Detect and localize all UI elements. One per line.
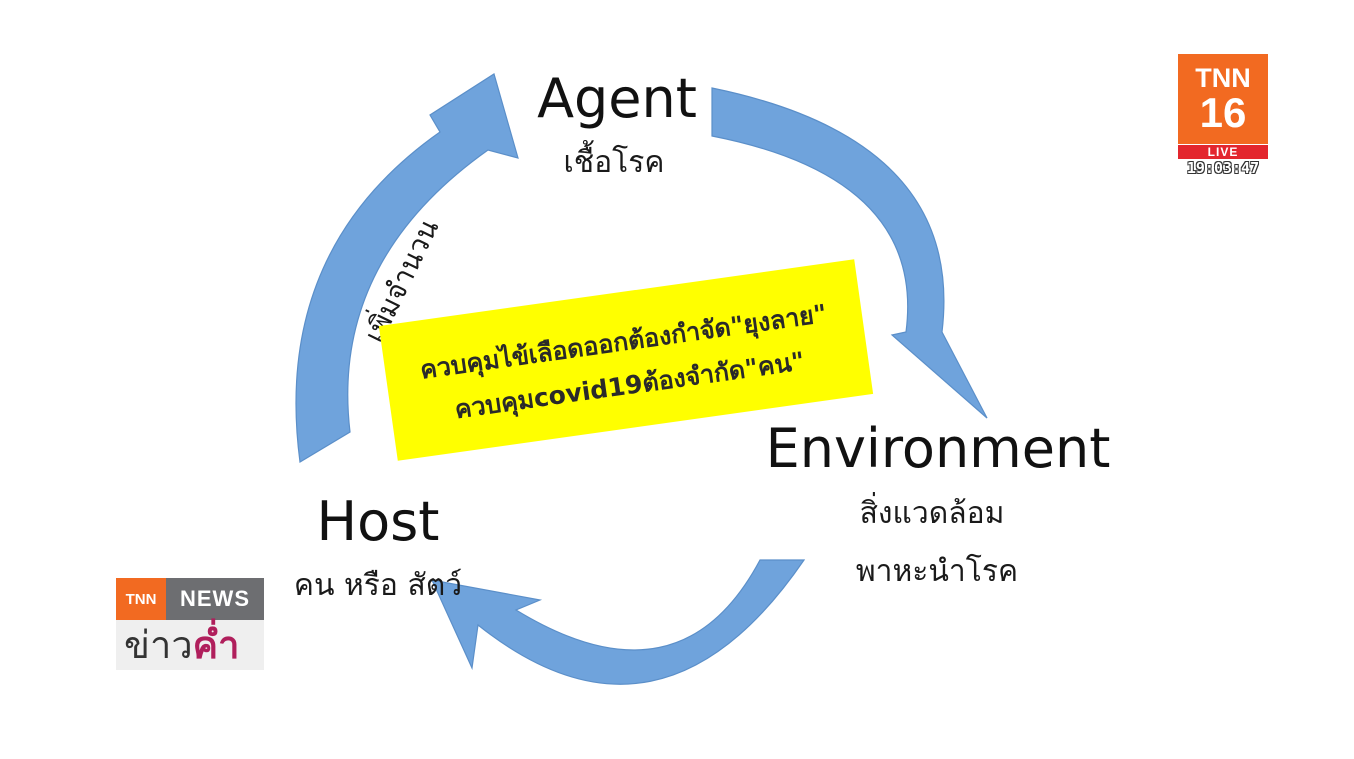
callout-background (378, 259, 874, 461)
environment-subtitle-1: สิ่งแวดล้อม (860, 492, 1005, 531)
tnn16-logo-box: TNN 16 (1178, 54, 1268, 144)
broadcast-clock: 19:03:47 (1186, 159, 1260, 177)
program-name: ข่าวค่ำ (116, 620, 264, 670)
live-badge: LIVE (1178, 145, 1268, 159)
arrow-agent-to-environment (711, 87, 988, 419)
program-name-part1: ข่าว (124, 623, 193, 667)
agent-title: Agent (537, 67, 697, 130)
news-bug-brand: TNN (116, 578, 166, 620)
arrow-environment-to-host (430, 559, 806, 685)
host-subtitle: คน หรือ สัตว์ (294, 568, 462, 603)
arrow-host-to-agent (295, 73, 519, 463)
news-bug-label: NEWS (166, 578, 264, 620)
logo-brand: TNN (1195, 63, 1251, 93)
channel-logo: TNN 16 LIVE 19:03:47 (1178, 54, 1268, 177)
logo-channel-number: 16 (1199, 89, 1247, 136)
news-program-bug: TNN NEWS ข่าวค่ำ (116, 578, 264, 670)
environment-title: Environment (766, 417, 1111, 480)
environment-subtitle-2: พาหะนำโรค (856, 553, 1018, 589)
host-title: Host (317, 490, 440, 553)
program-name-part2: ค่ำ (192, 623, 240, 667)
agent-subtitle: เชื้อโรค (564, 140, 665, 180)
